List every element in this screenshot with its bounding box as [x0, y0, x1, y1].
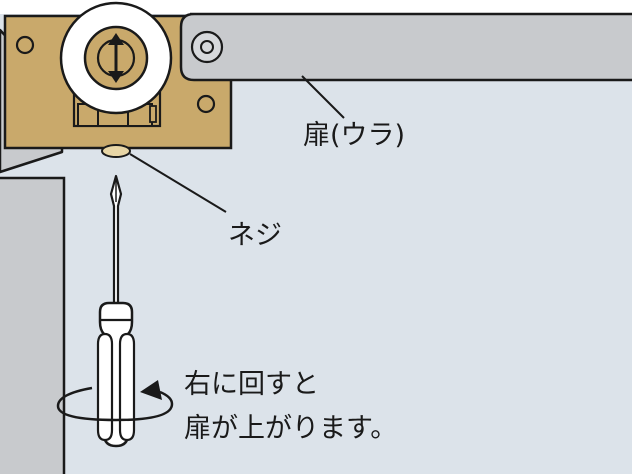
clockwise-arrow-icon: [56, 380, 174, 422]
screw-leader-line: [129, 153, 227, 213]
adjustment-screw: [101, 144, 131, 158]
screwdriver: [96, 174, 136, 448]
door-back-label: 扉(ウラ): [303, 120, 406, 151]
top-edge: [0, 0, 632, 14]
screw-label: ネジ: [228, 220, 282, 251]
door-leader-line: [301, 75, 345, 119]
adjustment-cam: [59, 1, 173, 115]
door-screw-inner: [200, 40, 214, 54]
instruction-line-2: 扉が上がります。: [184, 413, 398, 444]
door-screw-outer: [190, 30, 224, 64]
plate-hole-top-left: [15, 35, 35, 55]
door-panel: [179, 12, 632, 82]
double-arrow-vertical-icon: [108, 33, 124, 83]
instruction-line-1: 右に回すと: [184, 369, 319, 400]
plate-hole-right: [196, 94, 216, 114]
